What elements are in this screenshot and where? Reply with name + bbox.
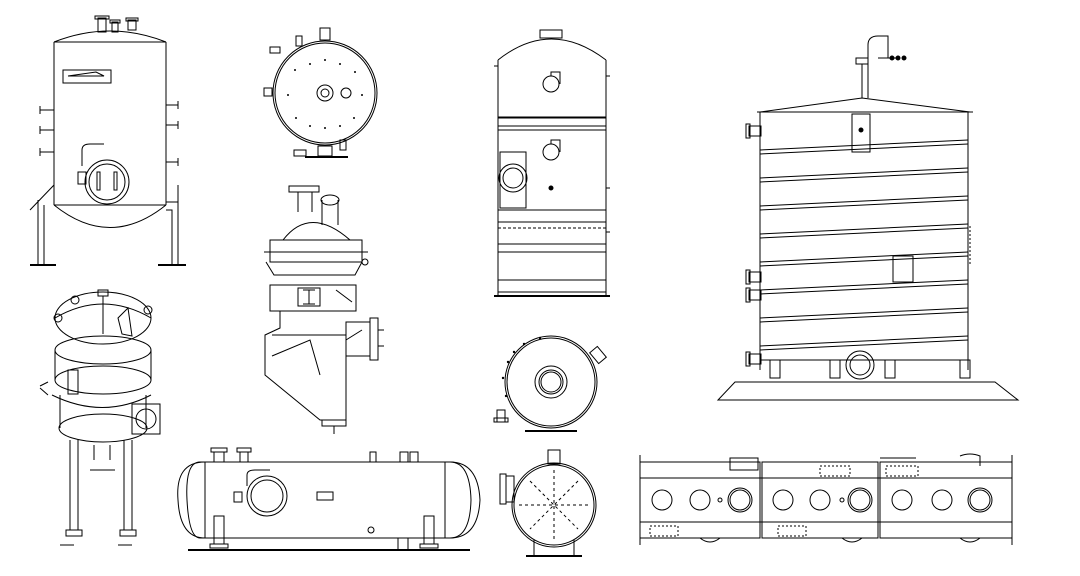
round-vessel-top-view xyxy=(264,28,377,157)
vertical-column-vessel xyxy=(494,30,610,296)
horizontal-vessel-saddles xyxy=(178,448,480,550)
cyclone-separator xyxy=(264,186,384,434)
vertical-vessel-with-legs xyxy=(30,16,186,265)
isometric-vessel-on-legs xyxy=(40,290,160,545)
tank-with-helical-coil xyxy=(718,36,1018,400)
round-head-end-view xyxy=(494,336,606,431)
shell-plate-development xyxy=(640,454,1012,545)
vessel-end-view-on-saddle xyxy=(500,450,596,556)
